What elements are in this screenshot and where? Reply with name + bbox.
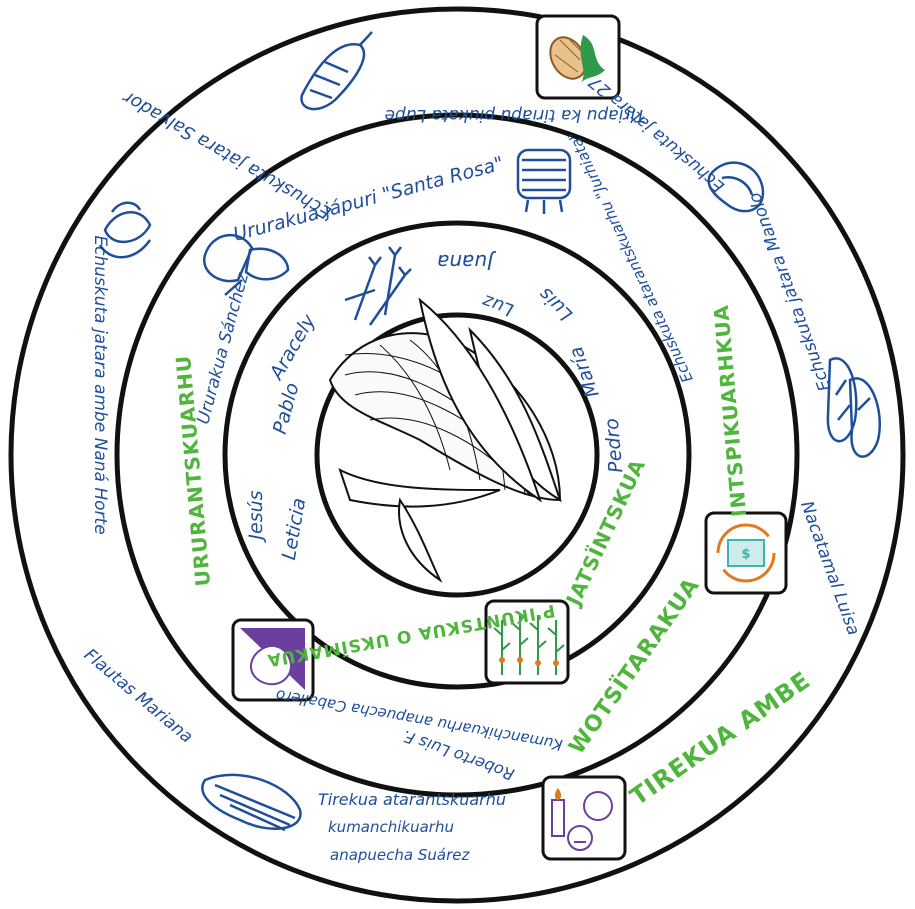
outer-bottom-line-2: kumanchikuarhu [328,818,454,836]
inner-name-juana: Juana [437,250,497,274]
money-exchange-icon: $ [704,511,788,595]
outer-name-lupe: Tiriapu ka tiriapu piukata Lupe [385,105,646,125]
hand-icon [231,618,315,702]
burrito-icon [707,161,765,213]
crops-icon [484,599,570,685]
steamer-pot-icon [516,148,572,214]
tortilla-stack-icon [98,201,152,259]
tamales-icon [826,357,881,458]
inner-name-pedro: Pedro [601,417,628,473]
herb-plant-icon [344,246,412,326]
corn-cob-icon [300,31,373,111]
corn-illustration [328,297,562,583]
corn-leaf-icon [535,14,621,100]
taco-icon [203,233,290,296]
inner-name-jesus: Jesús [245,490,267,543]
outer-bottom-line-3: anapuecha Suárez [330,846,470,864]
svg-text:$: $ [741,547,750,562]
outer-name-nana: Echuskuta jatara ambe Naná Horte [90,235,110,534]
flautas-icon [201,773,302,832]
candle-offering-icon [541,775,627,861]
outer-bottom-line-1: Tirekua atarantskuarhu [318,790,506,809]
